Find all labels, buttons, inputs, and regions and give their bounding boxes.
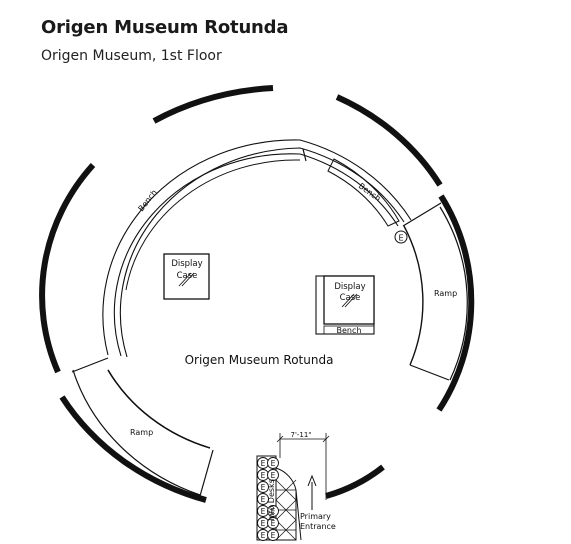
svg-text:E: E [261, 519, 266, 528]
dimension-label: 7'-11" [290, 431, 311, 439]
info-desks-label: Info Desks [267, 479, 276, 521]
inner-wall [72, 139, 468, 496]
ramp-right-label: Ramp [434, 289, 457, 298]
bench-display: Bench [323, 325, 375, 335]
svg-text:Case: Case [177, 271, 198, 281]
outer-wall-right [436, 194, 475, 412]
bench-right: Bench [327, 158, 400, 227]
svg-text:E: E [261, 483, 266, 492]
outer-wall-lower-left [59, 395, 207, 503]
entrance-label-line1: Primary [300, 512, 331, 521]
inner-wall-outer-line [119, 147, 405, 358]
display-case-1: Display Case [163, 253, 210, 300]
outer-wall-lower-right [325, 464, 385, 499]
dimension-line [276, 433, 330, 500]
entrance-arrow [307, 474, 317, 510]
right-rotunda-wall [403, 225, 424, 366]
entrance-label-line2: Entrance [300, 522, 336, 531]
bench-left-outline [125, 159, 301, 291]
ramp-boundaries [71, 148, 450, 497]
svg-text:E: E [261, 531, 266, 540]
bench-right-outline [327, 158, 400, 227]
inner-wall-inner-line [113, 153, 399, 357]
room-label: Origen Museum Rotunda [185, 353, 334, 367]
ramp-right-top-line [402, 202, 442, 227]
bench-left: Bench [125, 159, 301, 291]
svg-text:Bench: Bench [337, 326, 362, 335]
svg-text:Display: Display [334, 282, 365, 292]
outer-wall-left [39, 162, 96, 374]
lower-rotunda-wall [107, 369, 211, 449]
bench-left-label: Bench [136, 188, 158, 213]
ramp-left-label: Ramp [130, 428, 153, 437]
page-subtitle: Origen Museum, 1st Floor [41, 48, 222, 64]
doorway-tick-left [302, 148, 307, 162]
outer-wall-upper-right [335, 94, 443, 187]
svg-text:E: E [261, 471, 266, 480]
ramp-left-bottom-line [199, 449, 214, 497]
exit-markers: E E E E E E E E E E E E [257, 457, 279, 541]
svg-text:E: E [271, 471, 276, 480]
inner-wall-back-line [102, 139, 412, 356]
exit-marker-right: E [394, 230, 408, 244]
ramp-left-inner [107, 369, 211, 449]
display-case-2: Display Case [315, 275, 375, 335]
ramp-right-bottom-line [409, 364, 450, 381]
svg-text:E: E [398, 234, 403, 243]
ramp-left-outer [72, 369, 201, 496]
svg-text:E: E [271, 507, 276, 516]
svg-text:E: E [261, 507, 266, 516]
outer-wall-top [152, 85, 274, 124]
svg-text:E: E [271, 531, 276, 540]
svg-text:E: E [261, 495, 266, 504]
page-title: Origen Museum Rotunda [41, 17, 289, 38]
ramp-right-outer [439, 206, 468, 381]
svg-text:E: E [261, 459, 266, 468]
svg-text:E: E [271, 519, 276, 528]
ramp-left-top-line [71, 357, 109, 373]
svg-text:E: E [271, 459, 276, 468]
svg-text:Display: Display [171, 259, 202, 269]
outer-wall [39, 85, 475, 503]
